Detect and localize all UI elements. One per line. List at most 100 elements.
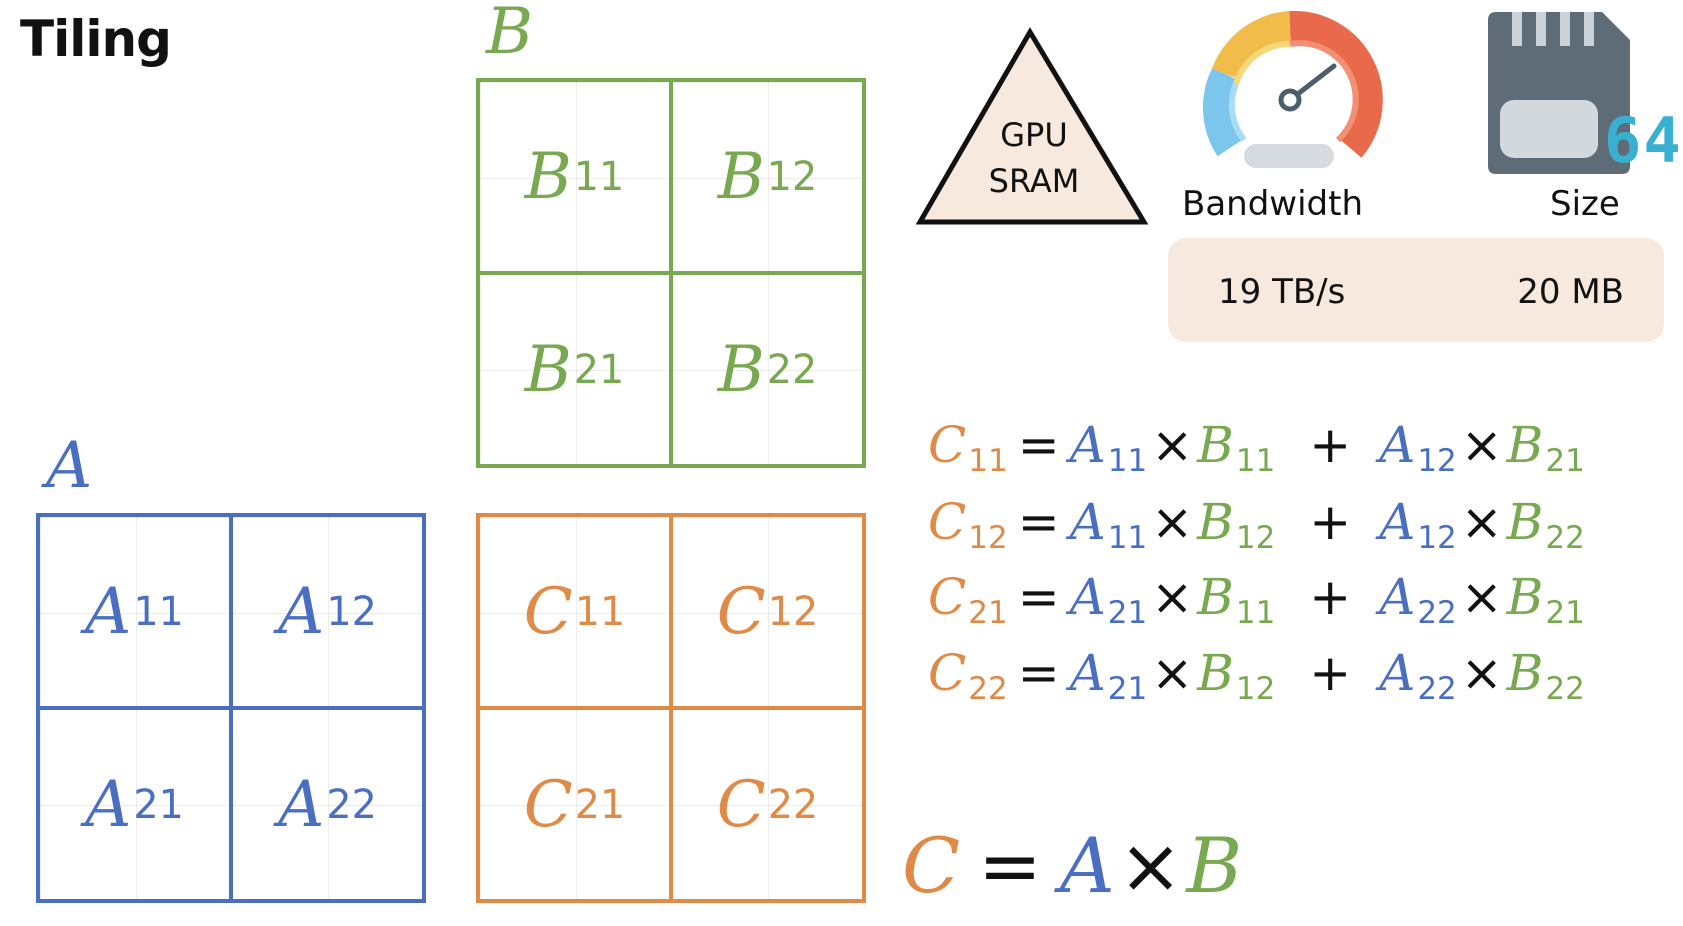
eq-term-b: B22 (1506, 644, 1585, 707)
eq-subscript: 12 (1235, 670, 1276, 707)
sram-label-line1: GPU (1000, 116, 1068, 154)
cell-base: A (278, 574, 325, 649)
eq-equals-sign: = (1017, 644, 1060, 702)
speedometer-icon (1202, 10, 1383, 168)
eq-times-sign: × (1151, 493, 1194, 551)
eq-subscript: 12 (1417, 519, 1457, 556)
eq-plus-sign: + (1309, 568, 1352, 626)
eq-term-a: A21 (1069, 568, 1148, 631)
cell-base: B (717, 139, 765, 214)
eq-plus-sign: + (1309, 416, 1352, 474)
matrix-b-label: B (486, 0, 534, 69)
cell-subscript: 12 (766, 153, 818, 200)
matrix-a-label: A (46, 429, 93, 503)
equation-row: C21=A21×B11+A22×B21 (928, 572, 1585, 629)
eq-times-sign: × (1151, 416, 1194, 474)
eq-plus-sign: + (1309, 644, 1352, 702)
sram-label: GPU SRAM (964, 112, 1104, 205)
cell-subscript: 12 (326, 588, 377, 635)
eq-term-b: B11 (1197, 416, 1276, 479)
final-c: C (902, 821, 961, 910)
eq-subscript: 22 (1545, 519, 1585, 556)
eq-subscript: 11 (1107, 519, 1148, 556)
size-value: 20 MB (1517, 272, 1624, 312)
cell-subscript: 21 (573, 346, 625, 393)
eq-subscript: 22 (1545, 670, 1585, 707)
cell-base: C (716, 767, 766, 842)
cell-subscript: 21 (133, 781, 184, 828)
cell-subscript: 22 (767, 781, 819, 828)
eq-term-c: C22 (928, 644, 1008, 707)
cell-base: C (523, 767, 573, 842)
eq-subscript: 22 (1417, 594, 1457, 631)
eq-equals-sign: = (1017, 416, 1060, 474)
eq-times-sign: × (1460, 493, 1503, 551)
eq-subscript: 11 (1235, 594, 1276, 631)
final-eq-sign: = (978, 821, 1042, 910)
eq-times-sign: × (1460, 644, 1503, 702)
bandwidth-label: Bandwidth (1182, 184, 1364, 224)
cell-base: A (85, 574, 132, 649)
eq-times-sign: × (1460, 568, 1503, 626)
cell-base: B (524, 332, 572, 407)
eq-term-b: B22 (1506, 493, 1585, 556)
eq-subscript: 11 (1107, 442, 1148, 479)
cell-base: B (524, 139, 572, 214)
equation-row: C22=A21×B12+A22×B22 (928, 648, 1585, 705)
cell-base: C (716, 574, 766, 649)
cell-base: A (278, 767, 325, 842)
final-a: A (1059, 821, 1115, 910)
eq-term-a: A21 (1069, 644, 1148, 707)
eq-term-b: B21 (1506, 568, 1585, 631)
cell-base: C (523, 574, 573, 649)
card-badge: 64 (1604, 104, 1683, 177)
eq-subscript: 21 (968, 594, 1008, 631)
eq-subscript: 22 (1417, 670, 1457, 707)
matrix-b-divider-h (480, 271, 862, 275)
eq-times-sign: × (1460, 416, 1503, 474)
memory-card-icon (1488, 12, 1630, 174)
eq-equals-sign: = (1017, 568, 1060, 626)
eq-subscript: 21 (1107, 594, 1148, 631)
eq-term-b: B12 (1197, 493, 1276, 556)
cell-subscript: 22 (766, 346, 818, 393)
eq-term-c: C21 (928, 568, 1008, 631)
eq-subscript: 21 (1545, 594, 1585, 631)
eq-subscript: 12 (1235, 519, 1276, 556)
eq-subscript: 21 (1545, 442, 1585, 479)
eq-subscript: 12 (1417, 442, 1457, 479)
eq-subscript: 21 (1107, 670, 1148, 707)
eq-term-a: A22 (1379, 568, 1457, 631)
eq-term-a: A11 (1069, 493, 1148, 556)
cell-subscript: 11 (133, 588, 184, 635)
eq-term-a: A22 (1379, 644, 1457, 707)
eq-term-b: B21 (1506, 416, 1585, 479)
cell-subscript: 22 (326, 781, 377, 828)
bandwidth-value: 19 TB/s (1218, 272, 1346, 312)
matrix-c-divider-h (480, 706, 862, 710)
cell-subscript: 12 (767, 588, 819, 635)
eq-plus-sign: + (1309, 493, 1352, 551)
cell-base: A (85, 767, 132, 842)
cell-subscript: 21 (574, 781, 626, 828)
eq-times-sign: × (1151, 644, 1194, 702)
final-equation: C=A×B (902, 828, 1242, 904)
sram-label-line2: SRAM (988, 162, 1080, 201)
equation-row: C12=A11×B12+A12×B22 (928, 497, 1585, 554)
stats-panel: 19 TB/s 20 MB (1168, 238, 1664, 342)
final-times-sign: × (1118, 821, 1183, 910)
cell-subscript: 11 (574, 588, 626, 635)
eq-term-a: A11 (1069, 416, 1148, 479)
page-title: Tiling (20, 10, 172, 68)
size-label: Size (1550, 184, 1620, 224)
eq-term-a: A12 (1379, 416, 1457, 479)
